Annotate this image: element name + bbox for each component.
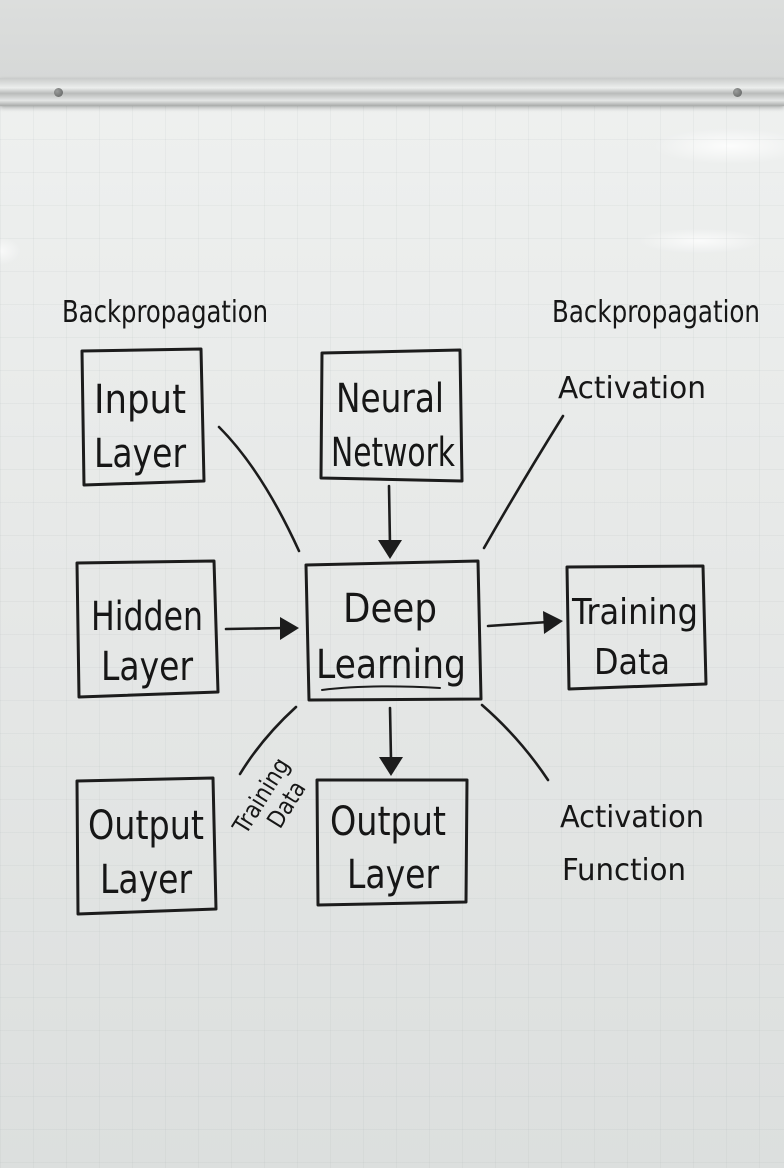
label-activation: Activation	[558, 371, 706, 406]
node-training-data: Training Data	[565, 564, 708, 691]
node-hidden-layer: Hidden Layer	[75, 559, 220, 699]
wall	[0, 0, 784, 80]
arrow-deep-to-output-center	[379, 706, 403, 776]
node-deep-learning: Deep Learning	[304, 559, 483, 702]
connector-deep-to-activation-function	[480, 703, 550, 782]
node-input-layer: Input Layer	[80, 347, 206, 487]
label-activation-function-line1: Activation	[560, 800, 704, 835]
node-training-data-line2: Data	[594, 642, 670, 683]
whiteboard	[0, 106, 784, 1168]
node-output-layer-center-line2: Layer	[347, 852, 439, 898]
edge-label-training-data: Training Data	[227, 753, 312, 840]
rail-screw	[733, 88, 742, 97]
node-neural-network-line2: Network	[331, 430, 455, 476]
arrow-hidden-to-deep	[224, 617, 299, 640]
node-output-layer-left: Output Layer	[75, 776, 218, 916]
underline-stroke	[321, 685, 441, 691]
whiteboard-top-rail	[0, 78, 784, 106]
whiteboard-grid	[0, 106, 784, 1168]
label-backpropagation-right: Backpropagation	[552, 295, 760, 330]
connector-activation-to-deep	[482, 414, 565, 550]
node-input-layer-line2: Layer	[94, 431, 186, 477]
connector-deep-to-output-left	[238, 705, 298, 776]
arrow-network-to-deep	[378, 484, 402, 559]
node-hidden-layer-line1: Hidden	[91, 594, 203, 640]
node-hidden-layer-line2: Layer	[101, 644, 193, 690]
node-output-layer-left-line1: Output	[88, 803, 204, 849]
arrow-deep-to-training	[486, 611, 563, 634]
node-neural-network: Neural Network	[319, 348, 464, 483]
node-input-layer-line1: Input	[94, 377, 186, 423]
connector-input-to-deep	[217, 425, 301, 553]
node-neural-network-line1: Neural	[336, 376, 444, 422]
label-backpropagation-left: Backpropagation	[62, 295, 268, 330]
node-output-layer-center: Output Layer	[315, 778, 469, 907]
node-deep-learning-line2: Learning	[316, 642, 466, 688]
rail-screw	[54, 88, 63, 97]
node-output-layer-center-line1: Output	[330, 799, 446, 845]
node-output-layer-left-line2: Layer	[100, 857, 192, 903]
node-training-data-line1: Training	[571, 592, 698, 633]
label-activation-function-line2: Function	[562, 853, 686, 888]
node-deep-learning-line1: Deep	[343, 586, 437, 632]
